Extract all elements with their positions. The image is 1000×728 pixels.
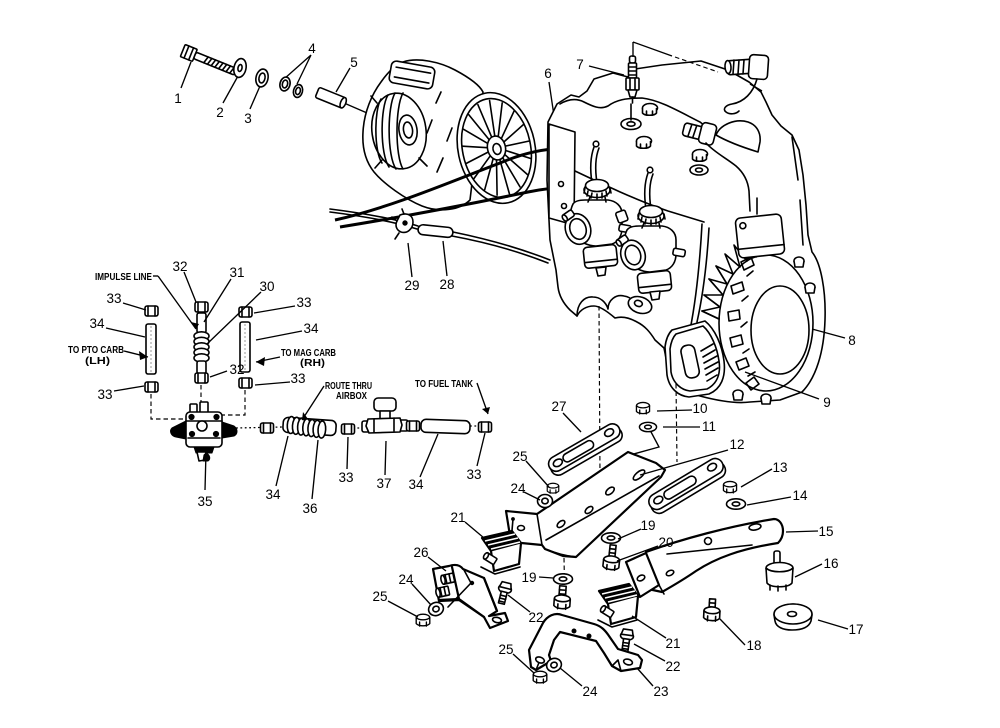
svg-text:11: 11 (702, 419, 716, 434)
svg-text:34: 34 (303, 321, 319, 336)
svg-text:22: 22 (665, 659, 680, 674)
svg-text:14: 14 (792, 488, 808, 503)
svg-text:17: 17 (848, 622, 863, 637)
svg-text:32: 32 (229, 362, 244, 377)
svg-text:24: 24 (510, 481, 526, 496)
svg-text:25: 25 (372, 589, 387, 604)
svg-text:29: 29 (404, 278, 419, 293)
svg-text:28: 28 (439, 277, 454, 292)
svg-text:16: 16 (823, 556, 838, 571)
svg-text:19: 19 (521, 570, 536, 585)
svg-text:3: 3 (244, 111, 252, 126)
svg-text:10: 10 (692, 401, 707, 416)
svg-text:5: 5 (350, 55, 358, 70)
svg-text:12: 12 (729, 437, 744, 452)
svg-text:6: 6 (544, 66, 552, 81)
svg-text:32: 32 (172, 259, 187, 274)
svg-text:7: 7 (576, 57, 584, 72)
svg-text:33: 33 (97, 387, 112, 402)
svg-text:20: 20 (658, 535, 673, 550)
svg-text:34: 34 (408, 477, 424, 492)
svg-text:18: 18 (746, 638, 761, 653)
svg-text:21: 21 (450, 510, 465, 525)
svg-text:21: 21 (665, 636, 680, 651)
svg-text:23: 23 (653, 684, 668, 699)
svg-text:15: 15 (818, 524, 833, 539)
svg-text:37: 37 (376, 476, 391, 491)
svg-text:ROUTE THRU: ROUTE THRU (325, 380, 372, 392)
svg-text:9: 9 (823, 395, 831, 410)
svg-text:33: 33 (466, 467, 481, 482)
svg-text:22: 22 (528, 610, 543, 625)
svg-text:(RH): (RH) (300, 357, 325, 369)
svg-text:34: 34 (265, 487, 281, 502)
svg-text:1: 1 (174, 91, 182, 106)
svg-text:2: 2 (216, 105, 224, 120)
svg-text:13: 13 (772, 460, 787, 475)
svg-text:25: 25 (512, 449, 527, 464)
svg-text:TO PTO CARB: TO PTO CARB (68, 344, 124, 356)
svg-text:TO MAG CARB: TO MAG CARB (281, 347, 336, 359)
svg-text:35: 35 (197, 494, 212, 509)
svg-text:8: 8 (848, 333, 856, 348)
svg-text:(LH): (LH) (85, 355, 110, 367)
svg-text:33: 33 (338, 470, 353, 485)
svg-text:4: 4 (308, 41, 316, 56)
svg-text:IMPULSE LINE: IMPULSE LINE (95, 271, 152, 283)
svg-text:TO FUEL TANK: TO FUEL TANK (415, 378, 473, 390)
svg-text:34: 34 (89, 316, 105, 331)
svg-text:33: 33 (296, 295, 311, 310)
svg-text:24: 24 (582, 684, 598, 699)
svg-text:AIRBOX: AIRBOX (336, 390, 367, 402)
svg-text:25: 25 (498, 642, 513, 657)
svg-text:33: 33 (290, 371, 305, 386)
svg-text:26: 26 (413, 545, 428, 560)
svg-text:24: 24 (398, 572, 414, 587)
svg-text:30: 30 (259, 279, 274, 294)
svg-text:19: 19 (640, 518, 655, 533)
svg-text:36: 36 (302, 501, 317, 516)
svg-text:31: 31 (229, 265, 244, 280)
svg-text:33: 33 (106, 291, 121, 306)
svg-text:27: 27 (551, 399, 566, 414)
